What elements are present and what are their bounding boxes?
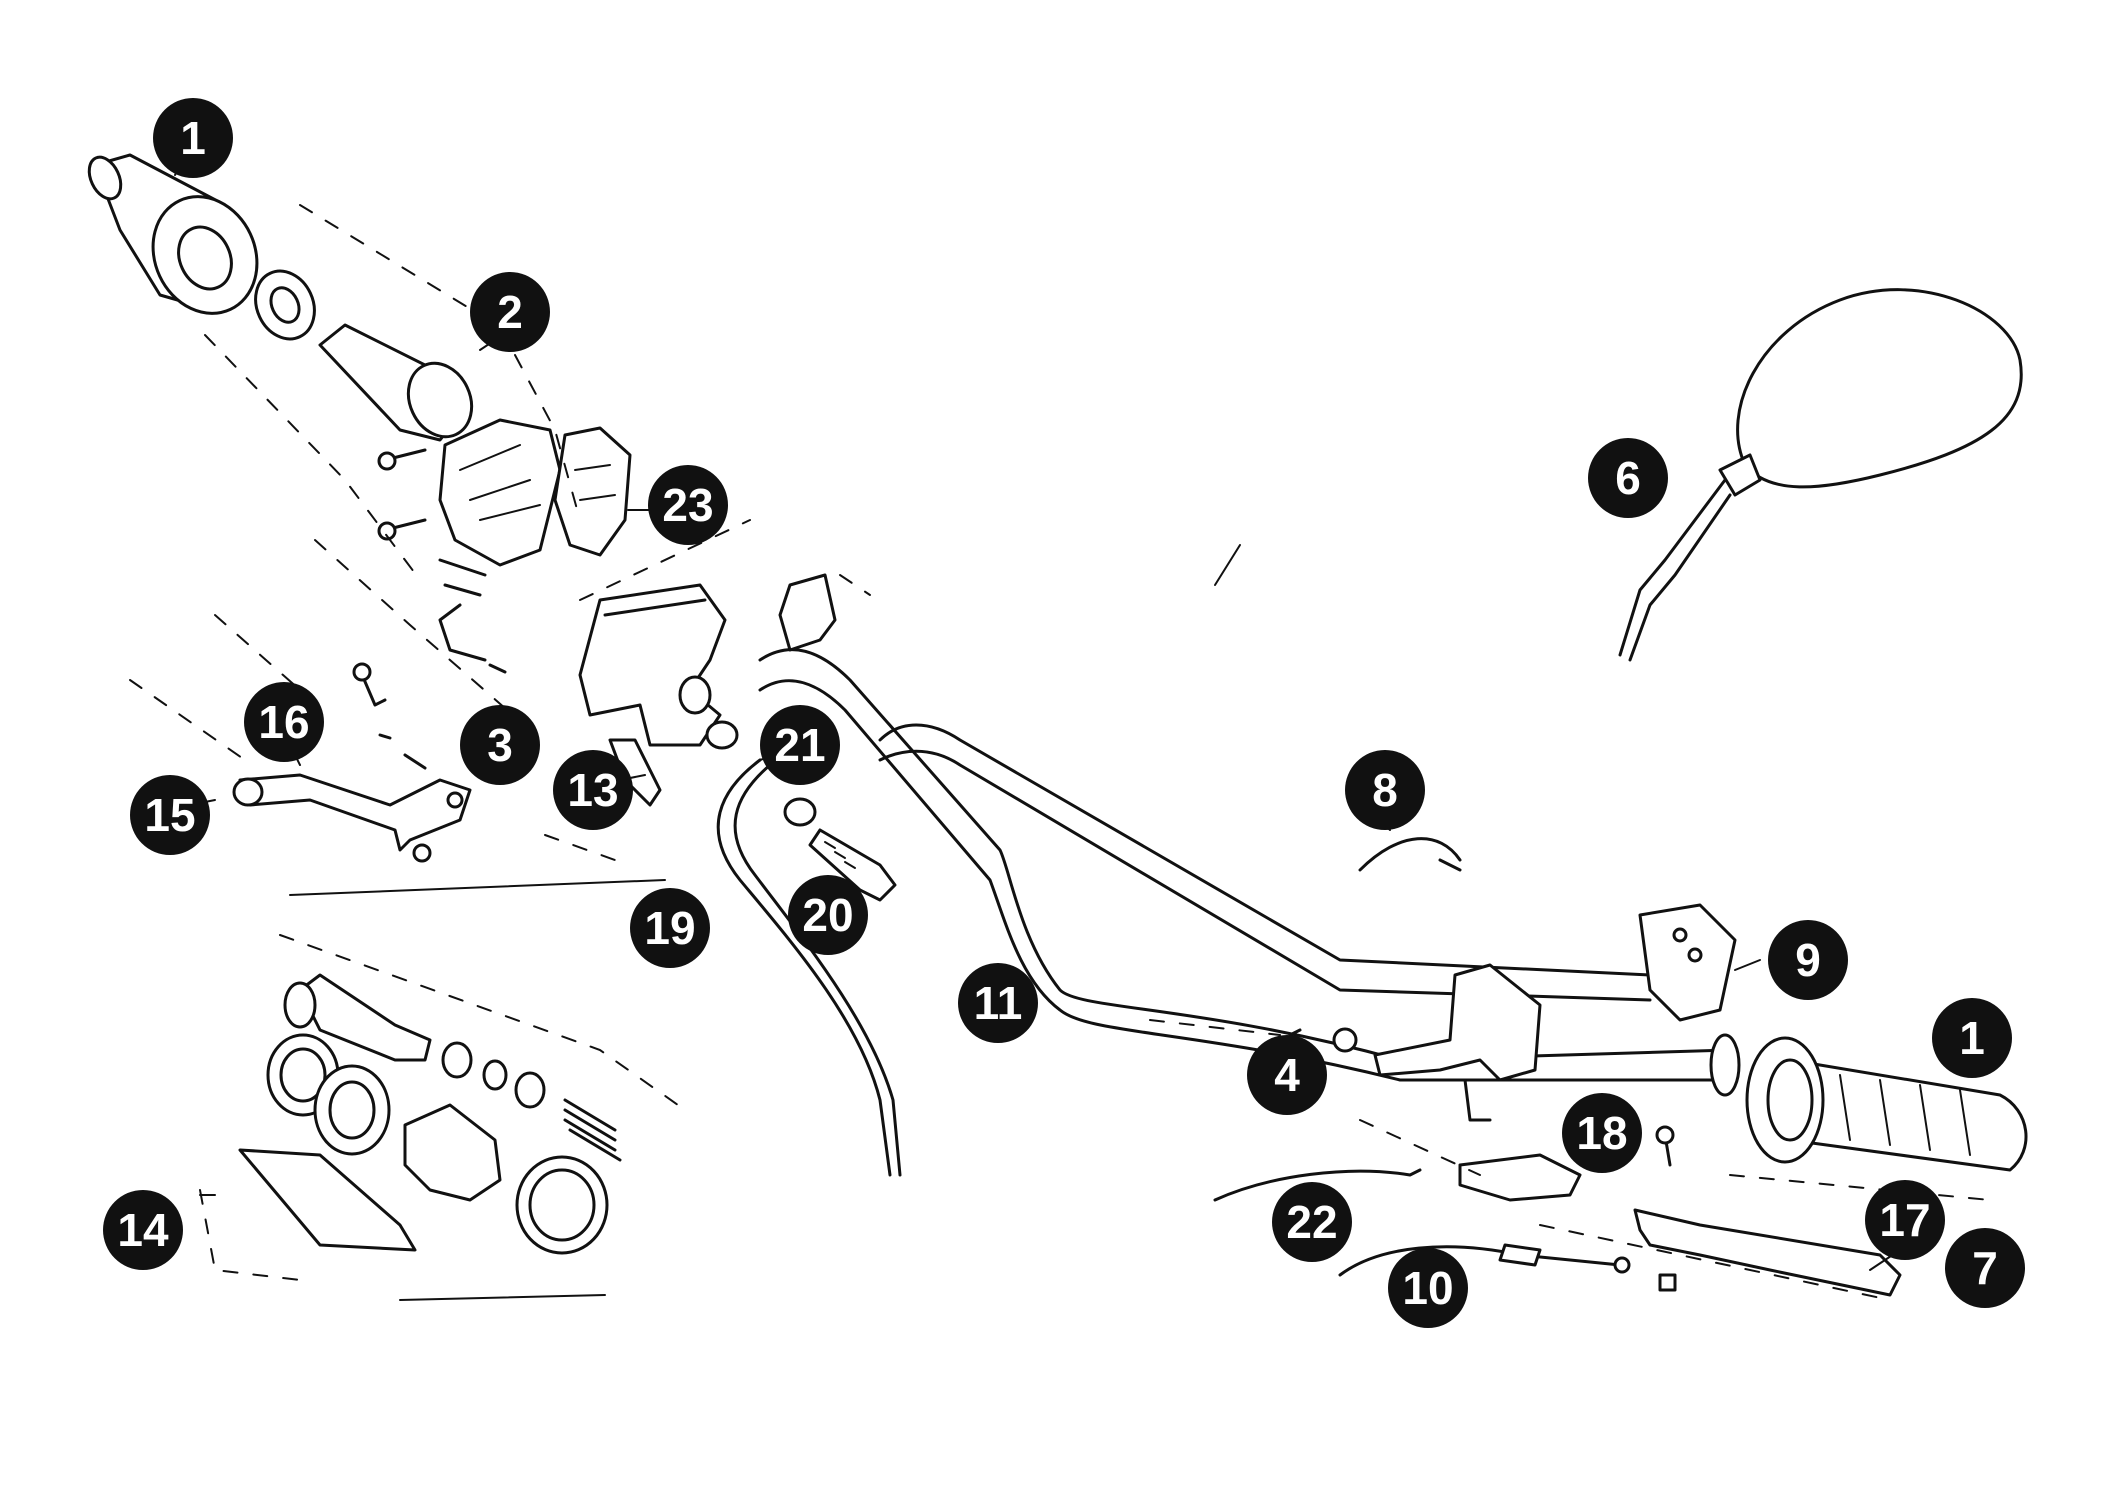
callout-23-label: 23 [662, 479, 713, 531]
callout-1-left-label: 1 [180, 112, 206, 164]
callout-23: 23 [648, 465, 728, 545]
master-cylinder-kit [238, 973, 622, 1255]
lever-bracket [1458, 1153, 1582, 1202]
callout-16-label: 16 [258, 696, 309, 748]
throttle-tube [318, 323, 474, 442]
right-grip [1745, 1036, 2028, 1172]
handlebar [758, 573, 1741, 1097]
callout-17: 17 [1865, 1180, 1945, 1260]
cable-22 [1213, 1168, 1422, 1202]
callout-7: 7 [1945, 1228, 2025, 1308]
banjo-washer-b [783, 797, 817, 827]
callout-15-label: 15 [144, 789, 195, 841]
callout-14: 14 [103, 1190, 183, 1270]
callout-20-label: 20 [802, 889, 853, 941]
banjo-bolt [808, 828, 897, 902]
brake-hose [716, 758, 892, 1177]
right-switch [1638, 903, 1737, 1022]
callout-11: 11 [958, 963, 1038, 1043]
callout-18: 18 [1562, 1093, 1642, 1173]
left-grip [87, 153, 259, 315]
callout-10-label: 10 [1402, 1262, 1453, 1314]
parts-artwork [87, 139, 2028, 1301]
callout-8-label: 8 [1372, 764, 1398, 816]
callout-1-right: 1 [1932, 998, 2012, 1078]
callout-17-label: 17 [1879, 1194, 1930, 1246]
housing-screws [377, 448, 507, 674]
guide-lines [129, 204, 1991, 1301]
callout-22: 22 [1272, 1182, 1352, 1262]
leader-lines [174, 139, 1901, 1271]
callout-11-label: 11 [974, 977, 1023, 1029]
callout-10: 10 [1388, 1248, 1468, 1328]
callout-21-label: 21 [774, 719, 825, 771]
callout-2: 2 [470, 272, 550, 352]
callout-8: 8 [1345, 750, 1425, 830]
mirror [1618, 288, 2023, 662]
banjo-washer-a [705, 720, 739, 750]
pin-and-nut [1288, 1027, 1358, 1053]
cable-clip [1358, 837, 1462, 872]
callout-9: 9 [1768, 920, 1848, 1000]
callout-3: 3 [460, 705, 540, 785]
callout-13: 13 [553, 750, 633, 830]
callout-4-label: 4 [1274, 1049, 1300, 1101]
callout-16: 16 [244, 682, 324, 762]
callout-18-label: 18 [1576, 1107, 1627, 1159]
callout-21: 21 [760, 705, 840, 785]
callout-22-label: 22 [1286, 1196, 1337, 1248]
callout-1-right-label: 1 [1959, 1012, 1985, 1064]
callout-2-label: 2 [497, 286, 523, 338]
callout-9-label: 9 [1795, 934, 1821, 986]
brake-lever [1633, 1125, 1902, 1297]
callout-6: 6 [1588, 438, 1668, 518]
master-cylinder [578, 583, 727, 747]
left-washer [254, 269, 316, 341]
callout-19: 19 [630, 888, 710, 968]
callout-7-label: 7 [1972, 1242, 1998, 1294]
callout-20: 20 [788, 875, 868, 955]
callout-1-left: 1 [153, 98, 233, 178]
callout-19-label: 19 [644, 902, 695, 954]
callout-15: 15 [130, 775, 210, 855]
callout-3-label: 3 [487, 719, 513, 771]
switch-housing [438, 418, 632, 567]
callout-13-label: 13 [567, 764, 618, 816]
clutch-lever [232, 662, 472, 863]
handlebar-clamp [1373, 963, 1542, 1122]
callout-6-label: 6 [1615, 452, 1641, 504]
cable-10 [1338, 1245, 1622, 1277]
callout-14-label: 14 [117, 1204, 169, 1256]
callout-4: 4 [1247, 1035, 1327, 1115]
